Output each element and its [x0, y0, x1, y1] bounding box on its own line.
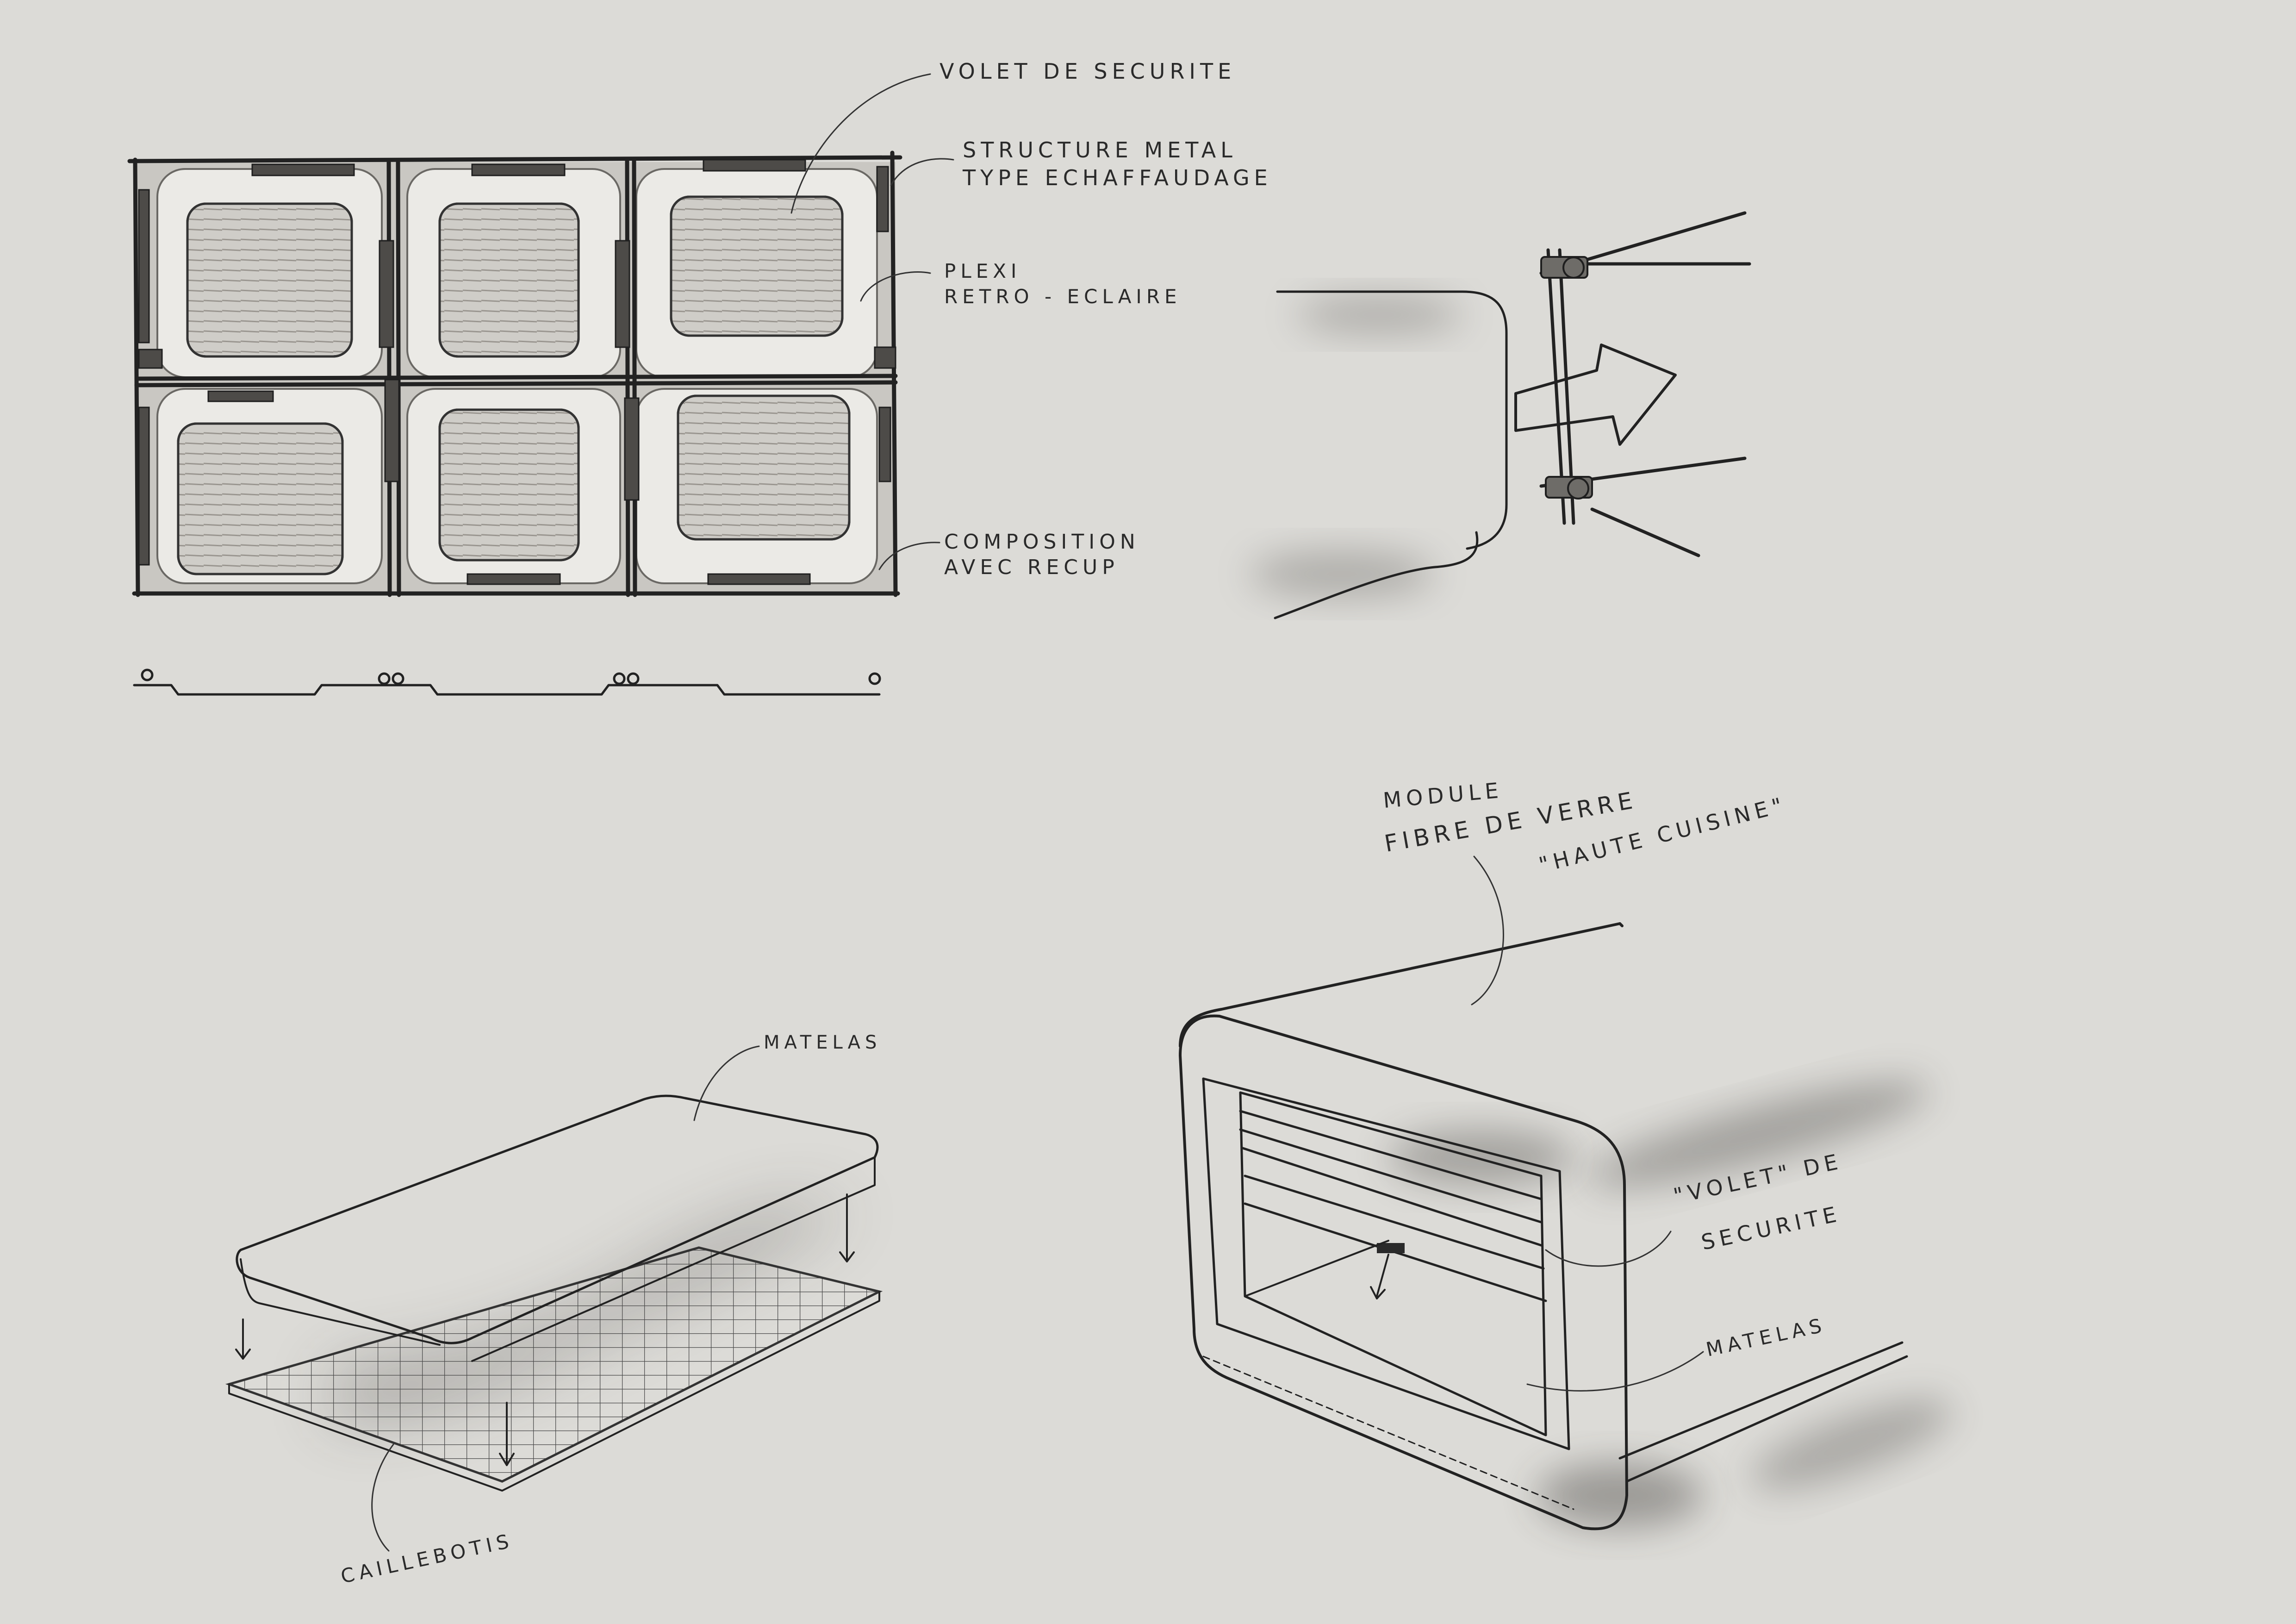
security-shutters — [177, 195, 851, 575]
mattress — [236, 1094, 879, 1344]
module-front-frame — [1179, 1014, 1628, 1530]
label-caillebotis: CAILLEBOTIS — [339, 1529, 516, 1588]
label-avec-recup: AVEC RECUP — [944, 556, 1119, 579]
label-structure-metal: STRUCTURE METAL — [963, 137, 1237, 162]
module-shutter-slats — [1239, 1110, 1547, 1302]
fiberglass-module: MODULE FIBRE DE VERRE "HAUTE CUISINE" "V… — [1179, 778, 1952, 1530]
label-retro-eclaire: RETRO - ECLAIRE — [944, 285, 1182, 308]
facade-section-profile — [133, 668, 881, 696]
label-volet-securite: VOLET DE SECURITE — [940, 59, 1236, 84]
scaffold-structure — [127, 150, 902, 597]
scaffold-couplers — [1540, 256, 1593, 500]
label-matelas-module: MATELAS — [1704, 1313, 1828, 1361]
down-arrows — [235, 1193, 855, 1466]
attach-arrow — [1514, 344, 1677, 446]
mattress-duckboard-detail: MATELAS CAILLEBOTIS — [225, 1032, 883, 1588]
label-securite-module: SECURITE — [1699, 1201, 1843, 1255]
duckboard-grid — [225, 1246, 883, 1483]
label-module: MODULE — [1382, 778, 1504, 813]
shutter-handle — [1377, 1243, 1405, 1253]
facade-annotations: VOLET DE SECURITE STRUCTURE METAL TYPE E… — [790, 59, 1272, 579]
label-type-echaffaudage: TYPE ECHAFFAUDAGE — [962, 165, 1272, 190]
label-plexi: PLEXI — [944, 260, 1021, 282]
module-opening — [1202, 1077, 1570, 1450]
facade-elevation — [127, 150, 902, 597]
scaffold-clamps — [138, 159, 896, 585]
label-matelas-top: MATELAS — [764, 1032, 881, 1053]
module-attachment-detail — [1250, 211, 1751, 619]
label-composition: COMPOSITION — [944, 530, 1140, 554]
